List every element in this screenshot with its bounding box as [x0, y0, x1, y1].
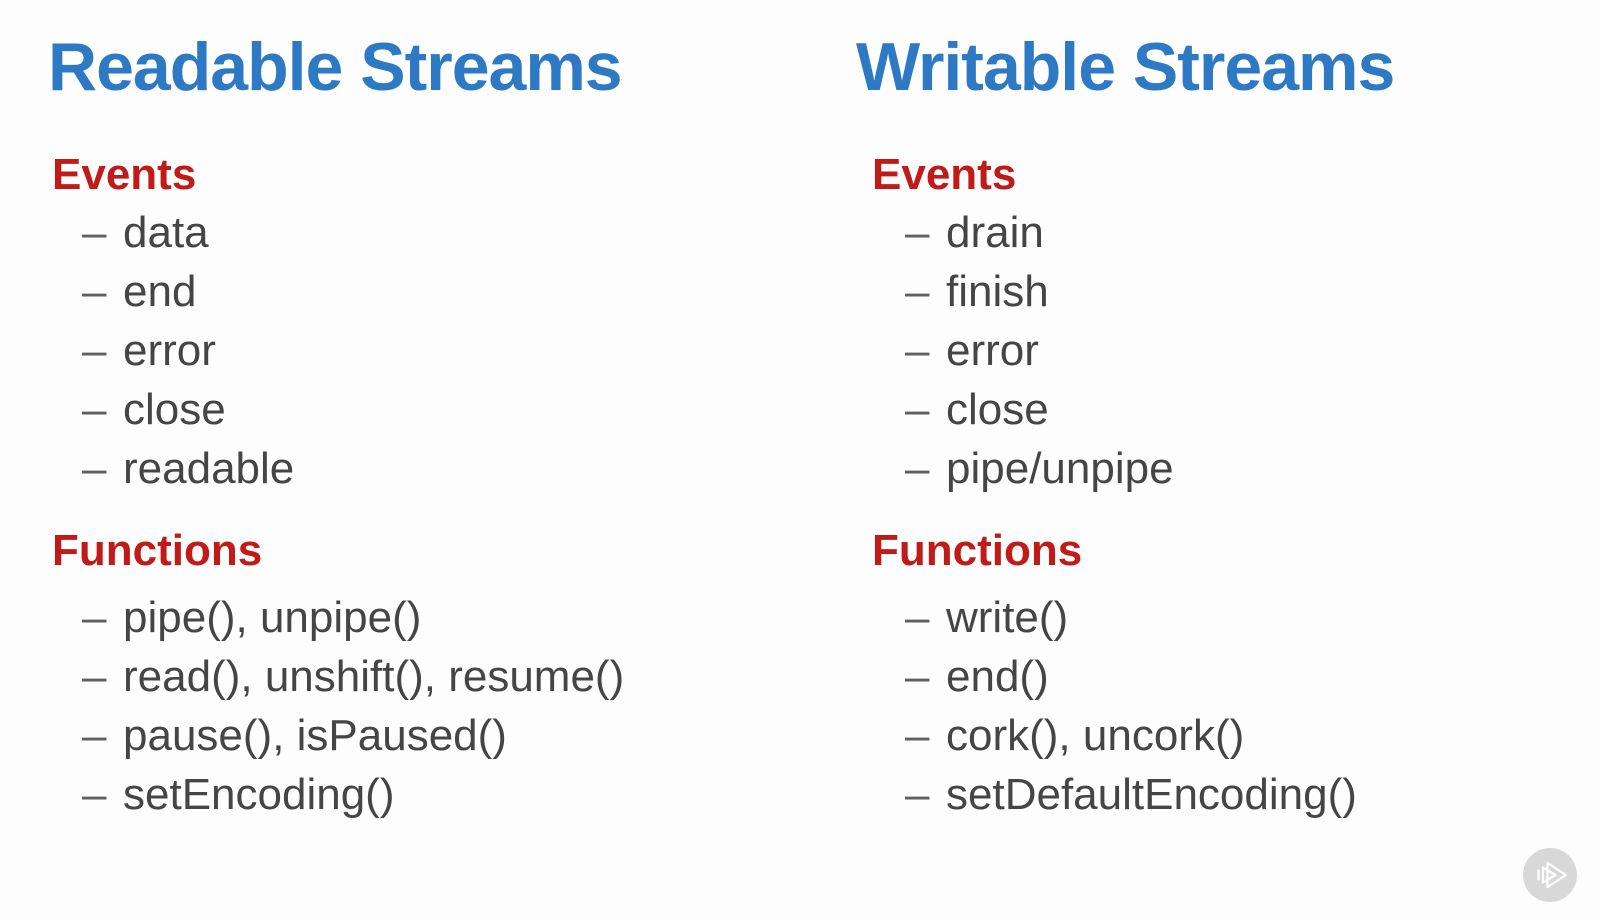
- list-item: – pause(), isPaused(): [82, 706, 624, 765]
- writable-events-list: – drain – finish – error – close – pipe/…: [905, 203, 1174, 498]
- dash-bullet: –: [905, 770, 930, 819]
- dash-bullet: –: [82, 444, 107, 493]
- pluralsight-play-icon: [1523, 848, 1577, 902]
- list-item-label: drain: [946, 208, 1044, 257]
- dash-bullet: –: [82, 385, 107, 434]
- list-item: – close: [82, 380, 294, 439]
- list-item: – write(): [905, 588, 1357, 647]
- dash-bullet: –: [82, 326, 107, 375]
- writable-functions-heading: Functions: [872, 526, 1083, 575]
- list-item: – readable: [82, 439, 294, 498]
- list-item: – end: [82, 262, 294, 321]
- list-item-label: readable: [123, 444, 295, 493]
- dash-bullet: –: [905, 593, 930, 642]
- dash-bullet: –: [905, 711, 930, 760]
- readable-functions-heading: Functions: [52, 526, 263, 575]
- list-item: – drain: [905, 203, 1174, 262]
- list-item-label: error: [946, 326, 1039, 375]
- list-item-label: end(): [946, 652, 1049, 701]
- list-item: – finish: [905, 262, 1174, 321]
- readable-events-heading: Events: [52, 150, 197, 199]
- pluralsight-logo: [1523, 848, 1577, 902]
- list-item-label: write(): [946, 593, 1069, 642]
- list-item-label: setDefaultEncoding(): [946, 770, 1357, 819]
- list-item: – close: [905, 380, 1174, 439]
- list-item: – setDefaultEncoding(): [905, 765, 1357, 824]
- list-item: – pipe(), unpipe(): [82, 588, 624, 647]
- dash-bullet: –: [82, 711, 107, 760]
- list-item-label: setEncoding(): [123, 770, 395, 819]
- dash-bullet: –: [82, 208, 107, 257]
- list-item-label: cork(), uncork(): [946, 711, 1245, 760]
- list-item-label: read(), unshift(), resume(): [123, 652, 625, 701]
- writable-streams-title: Writable Streams: [856, 29, 1395, 105]
- writable-functions-list: – write() – end() – cork(), uncork() – s…: [905, 588, 1357, 824]
- list-item: – read(), unshift(), resume(): [82, 647, 624, 706]
- readable-streams-column: Readable Streams Events – data – end – e…: [48, 0, 808, 920]
- list-item: – setEncoding(): [82, 765, 624, 824]
- list-item: – data: [82, 203, 294, 262]
- dash-bullet: –: [905, 267, 930, 316]
- readable-functions-list: – pipe(), unpipe() – read(), unshift(), …: [82, 588, 624, 824]
- list-item: – end(): [905, 647, 1357, 706]
- dash-bullet: –: [82, 652, 107, 701]
- dash-bullet: –: [905, 208, 930, 257]
- list-item: – error: [82, 321, 294, 380]
- list-item-label: error: [123, 326, 216, 375]
- dash-bullet: –: [82, 770, 107, 819]
- list-item: – error: [905, 321, 1174, 380]
- list-item-label: end: [123, 267, 197, 316]
- writable-streams-column: Writable Streams Events – drain – finish…: [856, 0, 1596, 920]
- list-item-label: finish: [946, 267, 1049, 316]
- writable-events-heading: Events: [872, 150, 1017, 199]
- list-item-label: pipe/unpipe: [946, 444, 1174, 493]
- list-item-label: pipe(), unpipe(): [123, 593, 422, 642]
- list-item-label: close: [946, 385, 1049, 434]
- readable-events-list: – data – end – error – close – readable: [82, 203, 294, 498]
- list-item: – pipe/unpipe: [905, 439, 1174, 498]
- dash-bullet: –: [905, 444, 930, 493]
- dash-bullet: –: [82, 593, 107, 642]
- list-item-label: close: [123, 385, 226, 434]
- list-item: – cork(), uncork(): [905, 706, 1357, 765]
- dash-bullet: –: [905, 385, 930, 434]
- list-item-label: data: [123, 208, 209, 257]
- readable-streams-title: Readable Streams: [48, 29, 623, 105]
- dash-bullet: –: [905, 652, 930, 701]
- dash-bullet: –: [82, 267, 107, 316]
- list-item-label: pause(), isPaused(): [123, 711, 507, 760]
- dash-bullet: –: [905, 326, 930, 375]
